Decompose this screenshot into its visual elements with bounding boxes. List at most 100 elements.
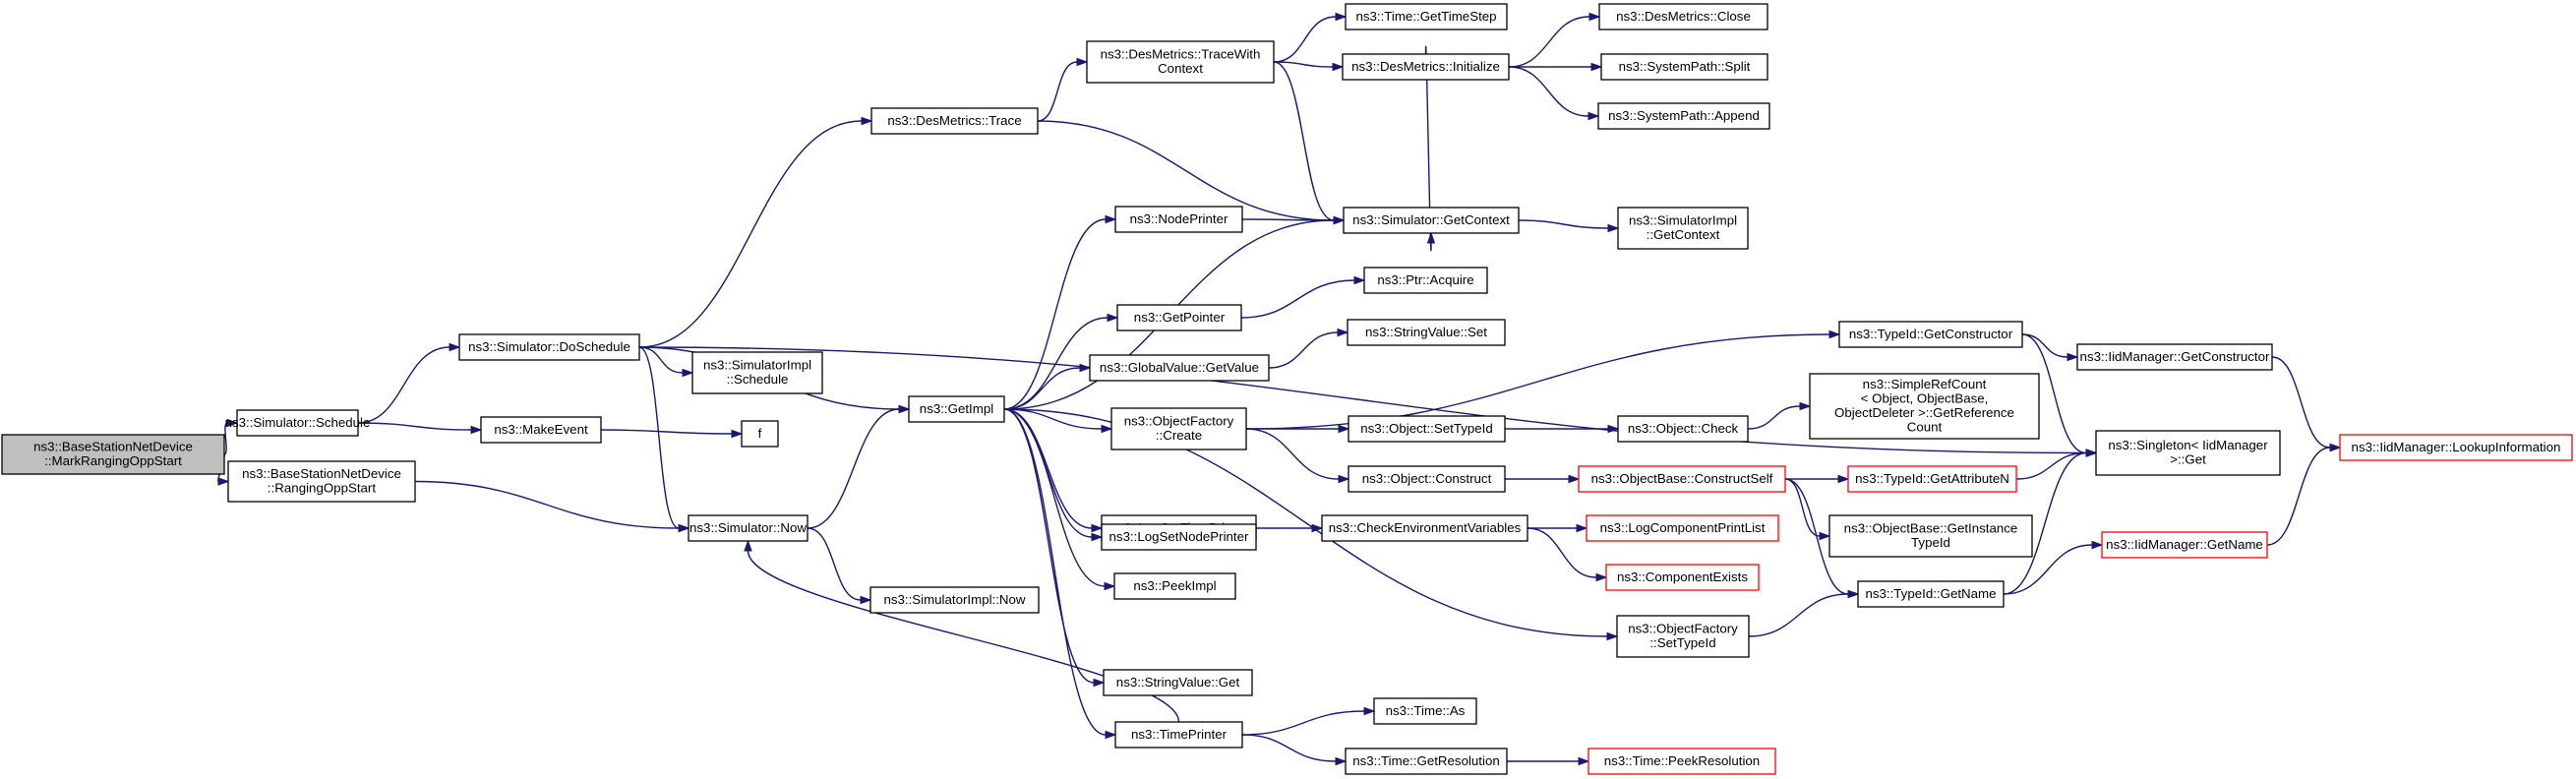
edge-tidGetName-iidGetName xyxy=(2003,540,2104,595)
node-getImpl[interactable]: ns3::GetImpl xyxy=(908,395,1005,423)
edge-obConstructSelf-obGetInst xyxy=(1784,478,1831,541)
edge-line xyxy=(1527,527,1597,578)
node-spSplit[interactable]: ns3::SystemPath::Split xyxy=(1600,53,1768,81)
node-checkEnv[interactable]: ns3::CheckEnvironmentVariables xyxy=(1321,514,1528,542)
node-box xyxy=(1347,319,1506,346)
node-label-line: ns3::Time::GetResolution xyxy=(1352,753,1500,768)
edge-line xyxy=(1268,331,1339,369)
node-objConstruct[interactable]: ns3::Object::Construct xyxy=(1348,465,1506,493)
node-desClose[interactable]: ns3::DesMetrics::Close xyxy=(1598,3,1768,30)
edge-getImpl-nodePrinter xyxy=(1003,214,1117,410)
edge-arrowhead xyxy=(1076,57,1089,67)
node-svGet[interactable]: ns3::StringValue::Get xyxy=(1103,669,1253,696)
node-objCheck[interactable]: ns3::Object::Check xyxy=(1617,415,1749,443)
edge-getImpl-timePrinter xyxy=(1003,408,1117,740)
edge-line xyxy=(2266,447,2331,546)
node-simImplSched[interactable]: ns3::SimulatorImpl::Schedule xyxy=(691,351,823,394)
node-label-line: ns3::GetPointer xyxy=(1134,310,1226,325)
node-timePrinter[interactable]: ns3::TimePrinter xyxy=(1114,721,1243,749)
node-label-line: ::Create xyxy=(1156,428,1202,443)
edge-line xyxy=(1273,61,1334,68)
node-logNode[interactable]: ns3::LogSetNodePrinter xyxy=(1101,523,1257,551)
node-iidGetName[interactable]: ns3::IidManager::GetName xyxy=(2101,531,2268,559)
node-box xyxy=(458,333,640,361)
node-makeev[interactable]: ns3::MakeEvent xyxy=(480,416,602,444)
node-box xyxy=(2076,343,2273,371)
node-f[interactable]: f xyxy=(741,420,779,448)
node-box xyxy=(1605,564,1760,591)
node-box xyxy=(1345,3,1508,30)
node-box xyxy=(1321,514,1528,542)
node-srcGetRef[interactable]: ns3::SimpleRefCount< Object, ObjectBase,… xyxy=(1809,373,2040,440)
node-box xyxy=(1838,321,2023,348)
node-iidGetCtor[interactable]: ns3::IidManager::GetConstructor xyxy=(2076,343,2273,371)
node-now[interactable]: ns3::Simulator::Now xyxy=(688,514,809,542)
node-ofSetTid[interactable]: ns3::ObjectFactory::SetTypeId xyxy=(1616,615,1750,658)
node-ofCreate[interactable]: ns3::ObjectFactory::Create xyxy=(1110,407,1247,450)
node-setTid[interactable]: ns3::Object::SetTypeId xyxy=(1348,415,1506,443)
node-tidGetCtor[interactable]: ns3::TypeId::GetConstructor xyxy=(1838,321,2023,348)
edge-line xyxy=(223,422,228,455)
node-label-line: ns3::Simulator::GetContext xyxy=(1352,212,1510,227)
node-box xyxy=(1617,207,1749,250)
node-box xyxy=(1598,3,1768,30)
edge-arrowhead xyxy=(1799,401,1812,411)
node-box xyxy=(741,420,779,448)
node-tidGetName[interactable]: ns3::TypeId::GetName xyxy=(1857,580,2005,608)
node-peekImpl[interactable]: ns3::PeekImpl xyxy=(1113,572,1236,600)
node-obConstructSelf[interactable]: ns3::ObjectBase::ConstructSelf xyxy=(1578,465,1786,493)
edge-tidGetName-singleton xyxy=(2003,449,2098,595)
node-box xyxy=(236,409,359,437)
edge-line xyxy=(1003,408,1608,637)
node-dosched[interactable]: ns3::Simulator::DoSchedule xyxy=(458,333,640,361)
edge-getImpl-gvGet xyxy=(1003,363,1092,410)
edge-arrowhead xyxy=(898,404,911,414)
node-singleton[interactable]: ns3::Singleton< IidManager>::Get xyxy=(2095,430,2281,476)
node-getPointer[interactable]: ns3::GetPointer xyxy=(1116,304,1242,331)
edge-line xyxy=(1784,478,1849,595)
node-label-line: ::SetTypeId xyxy=(1649,635,1715,650)
edge-line xyxy=(1003,218,1107,410)
node-box xyxy=(1089,354,1270,382)
node-peekRes[interactable]: ns3::Time::PeekResolution xyxy=(1588,748,1776,775)
node-simImplNow[interactable]: ns3::SimulatorImpl::Now xyxy=(869,586,1040,614)
edge-arrowhead xyxy=(1105,214,1117,224)
node-nodePrinter[interactable]: ns3::NodePrinter xyxy=(1114,206,1243,233)
node-root[interactable]: ns3::BaseStationNetDevice::MarkRangingOp… xyxy=(1,434,225,475)
node-tidGetAttr[interactable]: ns3::TypeId::GetAttributeN xyxy=(1847,465,2017,493)
edge-line xyxy=(2003,544,2093,595)
node-label-line: ns3::Ptr::Acquire xyxy=(1377,272,1473,287)
node-box xyxy=(691,351,823,394)
node-label-line: ns3::SimulatorImpl xyxy=(703,358,811,373)
edge-arrowhead xyxy=(1333,215,1346,225)
edge-getCtx-simImplCtx xyxy=(1518,219,1620,233)
node-box xyxy=(1348,465,1506,493)
node-svSet[interactable]: ns3::StringValue::Set xyxy=(1347,319,1506,346)
node-getRes[interactable]: ns3::Time::GetResolution xyxy=(1345,748,1508,775)
node-ptrAcquire[interactable]: ns3::Ptr::Acquire xyxy=(1363,267,1488,294)
node-sched[interactable]: ns3::Simulator::Schedule xyxy=(225,409,371,437)
edge-line xyxy=(1245,428,1340,480)
node-compExists[interactable]: ns3::ComponentExists xyxy=(1605,564,1760,591)
node-label-line: ns3::PeekImpl xyxy=(1133,578,1216,593)
node-box xyxy=(1586,514,1779,542)
node-iidLookup[interactable]: ns3::IidManager::LookupInformation xyxy=(2339,434,2573,461)
node-simImplCtx[interactable]: ns3::SimulatorImpl::GetContext xyxy=(1617,207,1749,250)
node-logCompPrint[interactable]: ns3::LogComponentPrintList xyxy=(1586,514,1779,542)
node-gvGet[interactable]: ns3::GlobalValue::GetValue xyxy=(1089,354,1270,382)
node-getCtx[interactable]: ns3::Simulator::GetContext xyxy=(1343,207,1520,234)
node-label-line: ns3::TypeId::GetName xyxy=(1865,586,1996,601)
node-label-line: ns3::IidManager::GetName xyxy=(2106,537,2263,552)
edge-traceCtx-getTimeStep xyxy=(1273,12,1348,63)
node-getTimeStep[interactable]: ns3::Time::GetTimeStep xyxy=(1345,3,1508,30)
node-timeAs[interactable]: ns3::Time::As xyxy=(1373,697,1477,725)
node-label-line: ns3::Object::SetTypeId xyxy=(1360,421,1493,436)
node-bsrange[interactable]: ns3::BaseStationNetDevice::RangingOppSta… xyxy=(227,460,416,503)
node-spAppend[interactable]: ns3::SystemPath::Append xyxy=(1597,102,1770,130)
node-desTrace[interactable]: ns3::DesMetrics::Trace xyxy=(870,107,1039,135)
node-desInit[interactable]: ns3::DesMetrics::Initialize xyxy=(1342,53,1510,81)
edge-arrowhead xyxy=(1332,62,1345,72)
